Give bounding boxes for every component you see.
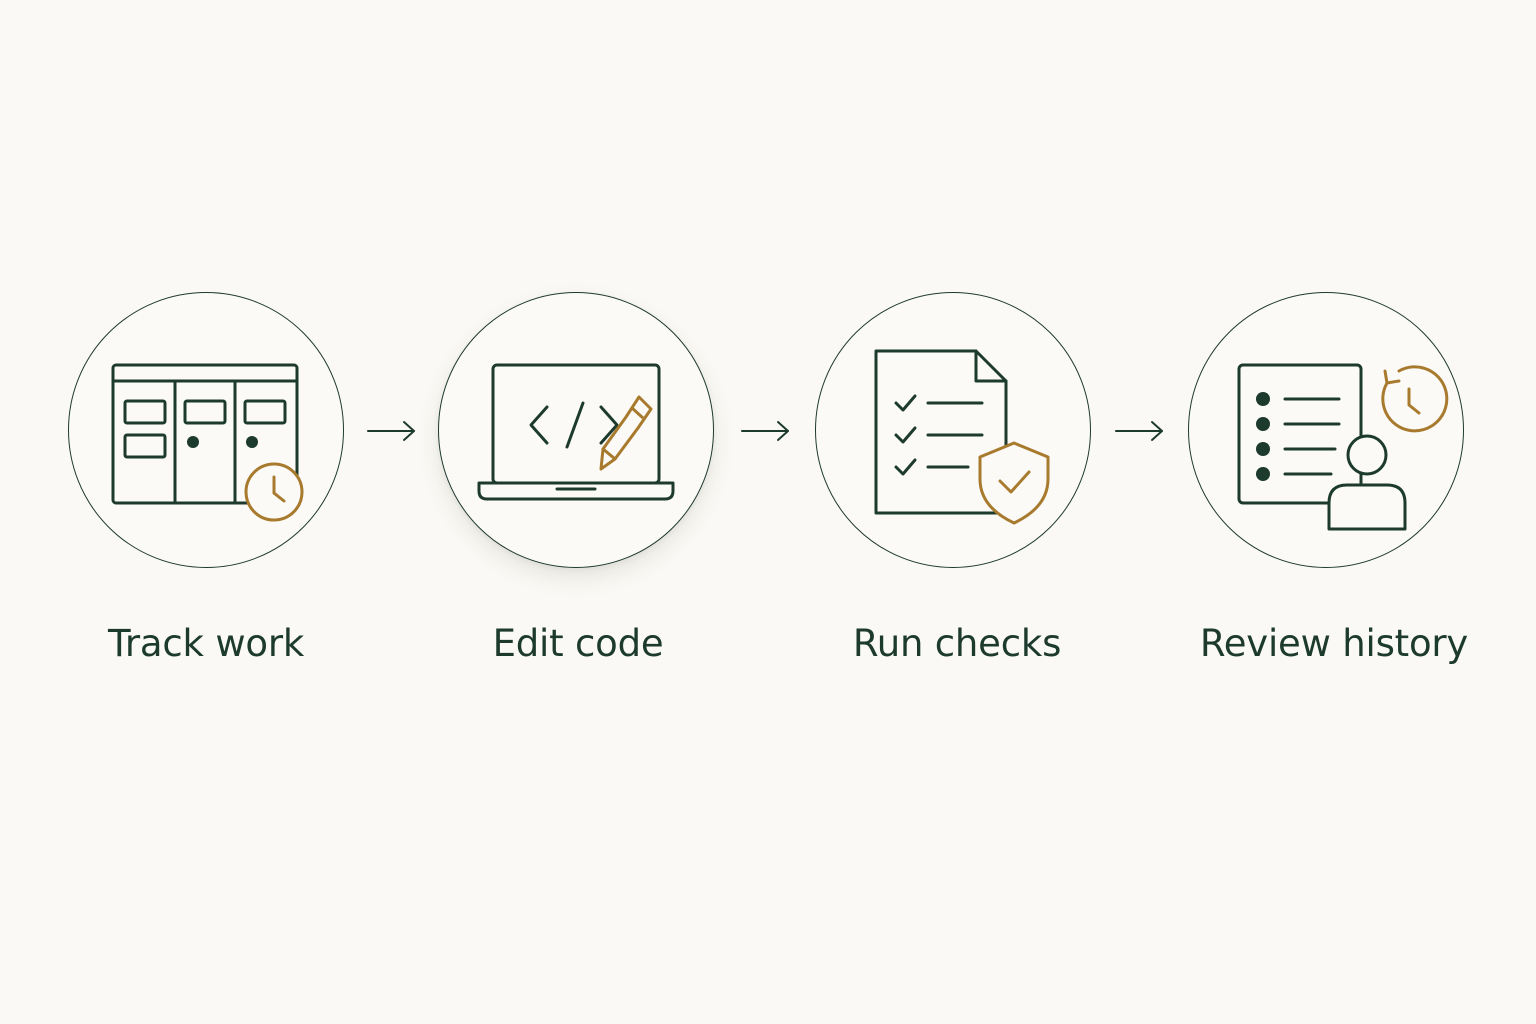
step-label-run-checks: Run checks — [852, 622, 1062, 665]
arrow-right-icon — [367, 421, 415, 441]
arrow-right-icon — [741, 421, 789, 441]
kanban-board-clock-icon — [111, 363, 304, 522]
list-user-history-icon — [1237, 363, 1449, 531]
checklist-shield-icon — [874, 349, 1050, 525]
step-review-history — [1188, 292, 1464, 568]
laptop-code-pencil-icon — [477, 363, 675, 501]
arrow-right-icon — [1115, 421, 1163, 441]
step-edit-code — [438, 292, 714, 568]
step-label-edit-code: Edit code — [492, 622, 664, 665]
step-label-review-history: Review history — [1199, 622, 1469, 665]
step-run-checks — [815, 292, 1091, 568]
step-track-work — [68, 292, 344, 568]
step-label-track-work: Track work — [107, 622, 305, 665]
